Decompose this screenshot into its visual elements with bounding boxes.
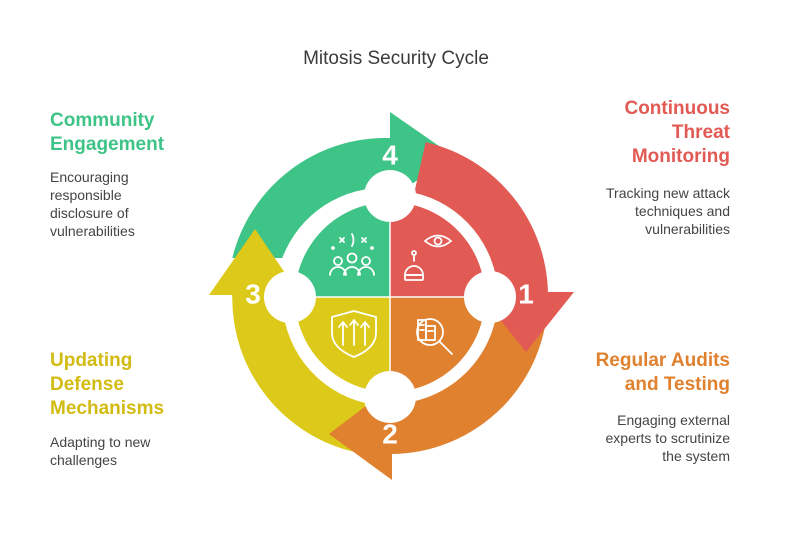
stage-2-desc-line: experts to scrutinize	[605, 430, 731, 446]
stage-2-desc-line: Engaging external	[617, 412, 730, 428]
people-celebration-icon	[329, 233, 375, 276]
robot-eye-icon	[404, 234, 453, 281]
stage-1-heading: Continuous Threat Monitoring	[624, 97, 730, 169]
stage-1-description: Tracking new attack techniques and vulne…	[606, 184, 730, 238]
quadrant-4	[295, 202, 390, 297]
step-number-4: 4	[382, 139, 398, 170]
stage-1-desc-line: Tracking new attack	[606, 185, 730, 201]
notch-top	[364, 170, 416, 222]
stage-4-heading: Community Engagement	[50, 109, 164, 157]
step-number-1: 1	[518, 278, 534, 309]
stage-2-desc-line: the system	[662, 448, 730, 464]
stage-4-desc-line: Encouraging	[50, 169, 129, 185]
ring-arc-1	[414, 142, 548, 294]
ring-arc-4	[232, 137, 390, 258]
stage-2-heading-line: Regular Audits	[595, 350, 730, 371]
magnifier-building-icon	[416, 318, 453, 355]
stage-4-desc-line: disclosure of	[50, 205, 129, 221]
stage-3-heading-line: Mechanisms	[50, 398, 165, 419]
stage-3-heading: Updating Defense Mechanisms	[50, 349, 164, 421]
stage-4-heading-line: Engagement	[50, 134, 165, 155]
stage-1-heading-line: Monitoring	[631, 146, 730, 167]
stage-1-desc-line: techniques and	[635, 203, 730, 219]
ring-arc-2	[390, 296, 548, 454]
stage-3-description: Adapting to new challenges	[50, 433, 150, 469]
ring-arc-3	[232, 294, 366, 453]
quadrant-2	[390, 297, 485, 392]
quadrant-1	[390, 202, 485, 297]
shield-arrows-icon	[331, 310, 377, 358]
stage-3-heading-line: Updating	[50, 350, 133, 371]
step-number-3: 3	[245, 278, 261, 309]
stage-4-description: Encouraging responsible disclosure of vu…	[50, 168, 135, 240]
stage-3-desc-line: challenges	[50, 452, 117, 468]
stage-4-desc-line: responsible	[50, 187, 122, 203]
step-number-2: 2	[382, 418, 398, 449]
stage-2-description: Engaging external experts to scrutinize …	[606, 411, 731, 465]
stage-2-heading-line: and Testing	[624, 374, 730, 395]
stage-4-desc-line: vulnerabilities	[50, 223, 135, 239]
notch-bottom	[364, 371, 416, 423]
diagram-title: Mitosis Security Cycle	[303, 48, 489, 69]
stage-4-heading-line: Community	[50, 110, 155, 131]
stage-1-desc-line: vulnerabilities	[645, 221, 730, 237]
notch-right	[464, 271, 516, 323]
stage-3-desc-line: Adapting to new	[50, 434, 151, 450]
stage-1-heading-line: Threat	[671, 122, 730, 143]
stage-2-heading: Regular Audits and Testing	[596, 349, 730, 397]
stage-1-heading-line: Continuous	[624, 98, 730, 119]
stage-3-heading-line: Defense	[50, 374, 124, 395]
notch-left	[264, 271, 316, 323]
